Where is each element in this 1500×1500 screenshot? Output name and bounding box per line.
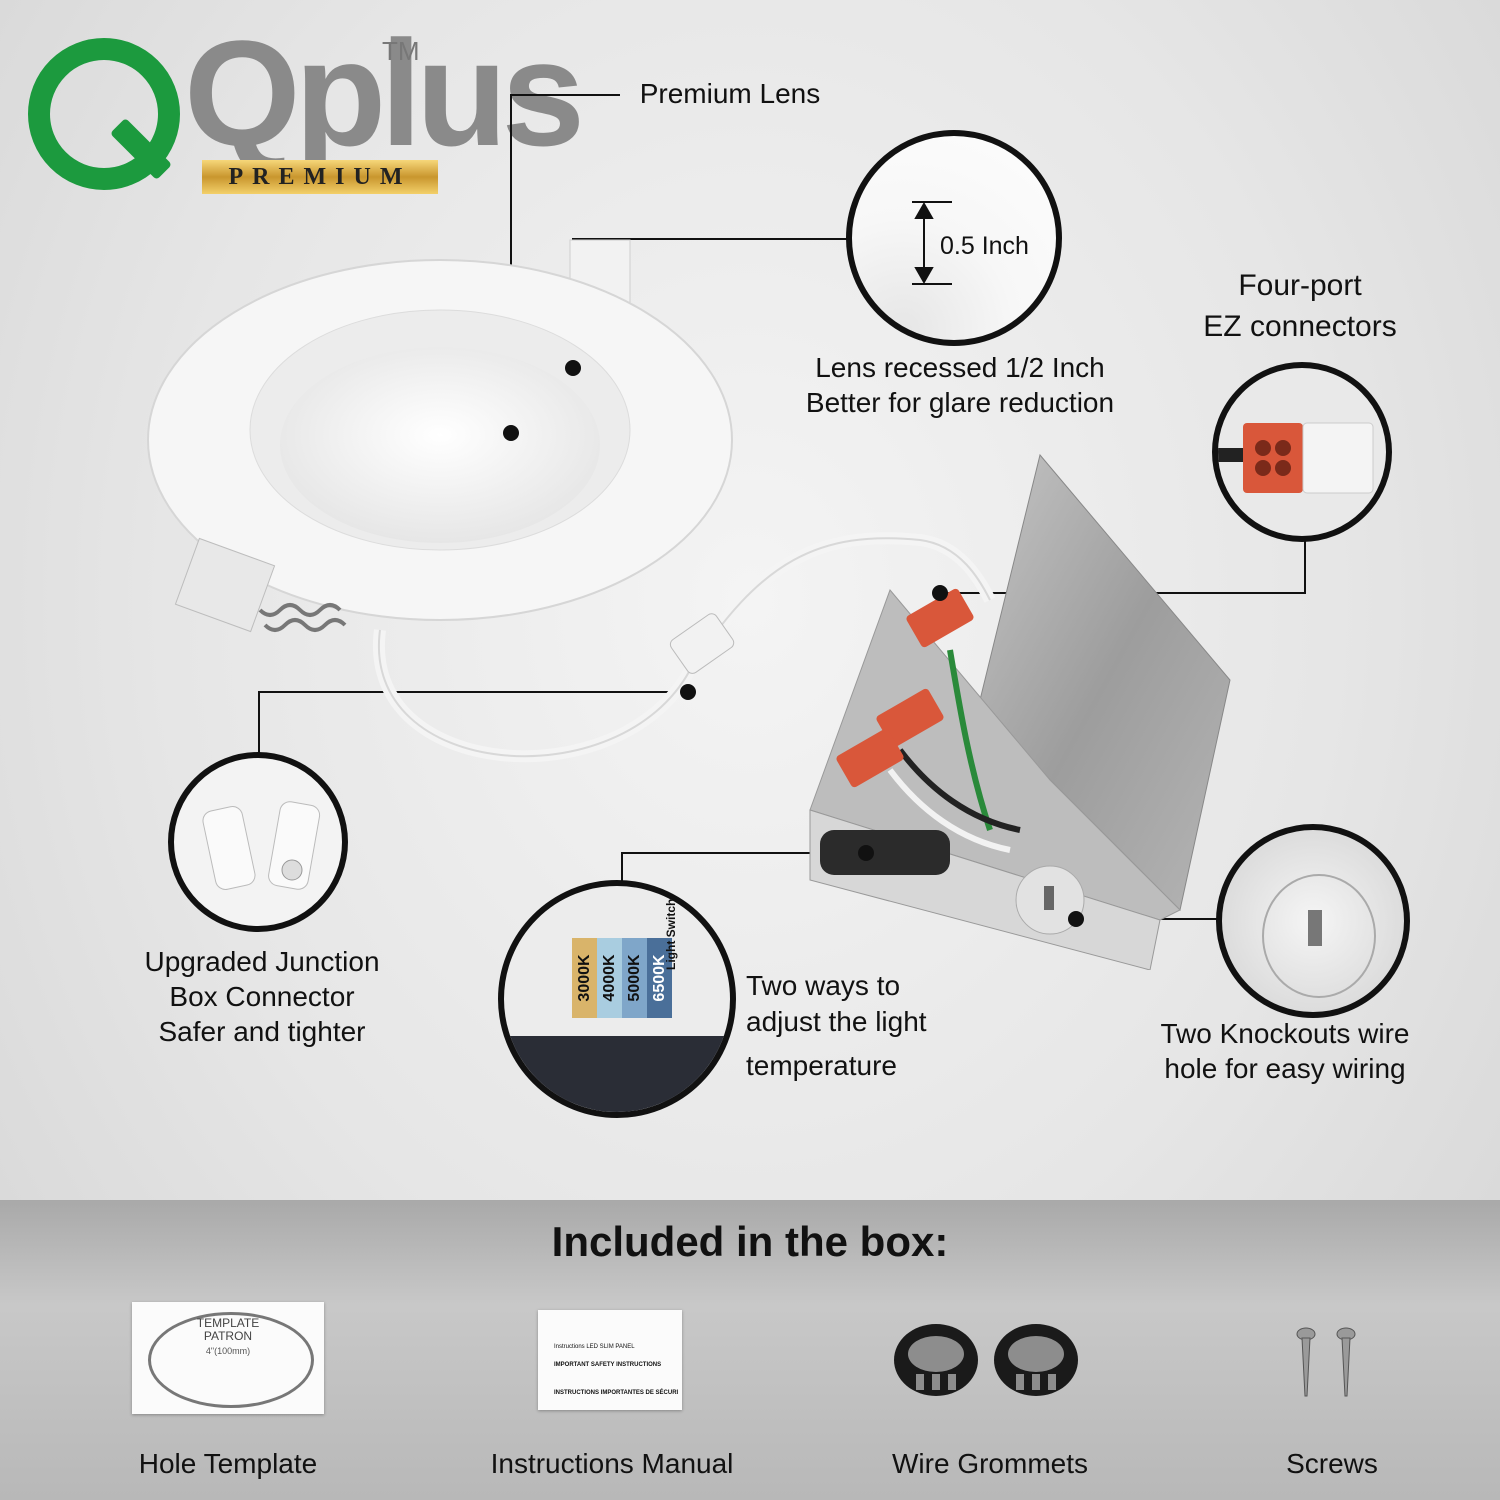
downlight-illustration <box>147 239 733 633</box>
band-6500k: 6500K <box>647 938 672 1018</box>
label-screws: Screws <box>1286 1448 1378 1479</box>
label-ez-connectors: Four-port EZ connectors <box>1160 265 1440 347</box>
template-text-3: 4"(100mm) <box>205 1346 251 1356</box>
band-5000k: 5000K <box>622 938 647 1018</box>
label-adjust-line2: adjust the light <box>746 1006 927 1037</box>
label-junction-line1: Upgraded Junction <box>144 946 380 977</box>
band-4000k: 4000K <box>597 938 622 1018</box>
label-lens-recessed: Lens recessed 1/2 Inch Better for glare … <box>760 350 1160 420</box>
label-adjust-temp: Two ways to adjust the light temperature <box>746 968 996 1084</box>
switch-caption: Light Switch <box>664 898 678 970</box>
label-ez-line2: EZ connectors <box>1203 310 1397 343</box>
logo-trademark: TM <box>382 36 420 66</box>
template-text-2: PATRON <box>203 1329 253 1343</box>
junction-connector-detail <box>168 752 348 932</box>
label-lens-recessed-line1: Lens recessed 1/2 Inch <box>815 352 1105 383</box>
label-instructions-manual: Instructions Manual <box>490 1448 734 1479</box>
knockout-slot <box>1308 910 1322 946</box>
label-knockouts-line2: hole for easy wiring <box>1164 1053 1406 1084</box>
label-knockouts: Two Knockouts wire hole for easy wiring <box>1130 1016 1440 1086</box>
cable <box>372 532 996 763</box>
dot-junction <box>680 684 696 700</box>
manual-text-1: Instructions LED SLIM PANEL <box>554 1344 635 1350</box>
label-ez-line1: Four-port <box>1238 269 1362 302</box>
label-wire-grommets: Wire Grommets <box>892 1448 1088 1479</box>
instructions-card: Instructions LED SLIM PANEL IMPORTANT SA… <box>538 1310 682 1410</box>
ez-connector-icon <box>1218 422 1374 494</box>
logo-text: Qplus <box>184 9 585 177</box>
junction-box <box>809 453 1231 970</box>
template-text-1: TEMPLATE <box>196 1316 260 1330</box>
label-junction-line3: Safer and tighter <box>158 1016 366 1047</box>
lens-recess-detail: 0.5 Inch <box>846 130 1062 346</box>
knockout-detail <box>1216 824 1410 1018</box>
label-knockouts-line1: Two Knockouts wire <box>1160 1018 1410 1049</box>
manual-text-3: INSTRUCTIONS IMPORTANTES DE SÉCURI <box>554 1390 679 1396</box>
included-title: Included in the box: <box>551 1218 949 1265</box>
line-switch <box>621 852 866 882</box>
dot-ez-connector <box>932 585 948 601</box>
ez-connector-detail <box>1212 362 1392 542</box>
dot-knockout <box>1068 911 1084 927</box>
slide-switch <box>504 1036 730 1112</box>
manual-text-2: IMPORTANT SAFETY INSTRUCTIONS <box>554 1362 662 1368</box>
label-junction-connector: Upgraded Junction Box Connector Safer an… <box>112 944 412 1049</box>
wire-grommets-icon <box>894 1324 1078 1396</box>
connector-plug-icon <box>202 801 321 890</box>
template-circle <box>148 1312 314 1408</box>
label-lens-recessed-line2: Better for glare reduction <box>805 387 1115 418</box>
dot-premium-lens <box>503 425 519 441</box>
label-junction-line2: Box Connector <box>169 981 355 1012</box>
logo-premium-badge: PREMIUM <box>202 160 438 194</box>
color-temp-switch-detail: 3000K 4000K 5000K 6500K Light Switch <box>498 880 736 1118</box>
band-3000k: 3000K <box>572 938 597 1018</box>
dimension-arrow <box>912 201 952 285</box>
label-adjust-line3: temperature <box>746 1050 897 1081</box>
label-premium-lens: Premium Lens <box>639 78 821 109</box>
screws-icon <box>1296 1327 1356 1397</box>
dot-switch <box>858 845 874 861</box>
hole-template-card: TEMPLATE PATRON 4"(100mm) <box>132 1302 324 1414</box>
knockout-plug <box>1262 874 1376 998</box>
color-temp-bands: 3000K 4000K 5000K 6500K <box>572 938 672 1018</box>
dimension-value: 0.5 Inch <box>940 232 1029 260</box>
line-junction <box>258 691 688 755</box>
label-hole-template: Hole Template <box>138 1448 318 1479</box>
label-adjust-line1: Two ways to <box>746 970 901 1001</box>
dot-recessed <box>565 360 581 376</box>
